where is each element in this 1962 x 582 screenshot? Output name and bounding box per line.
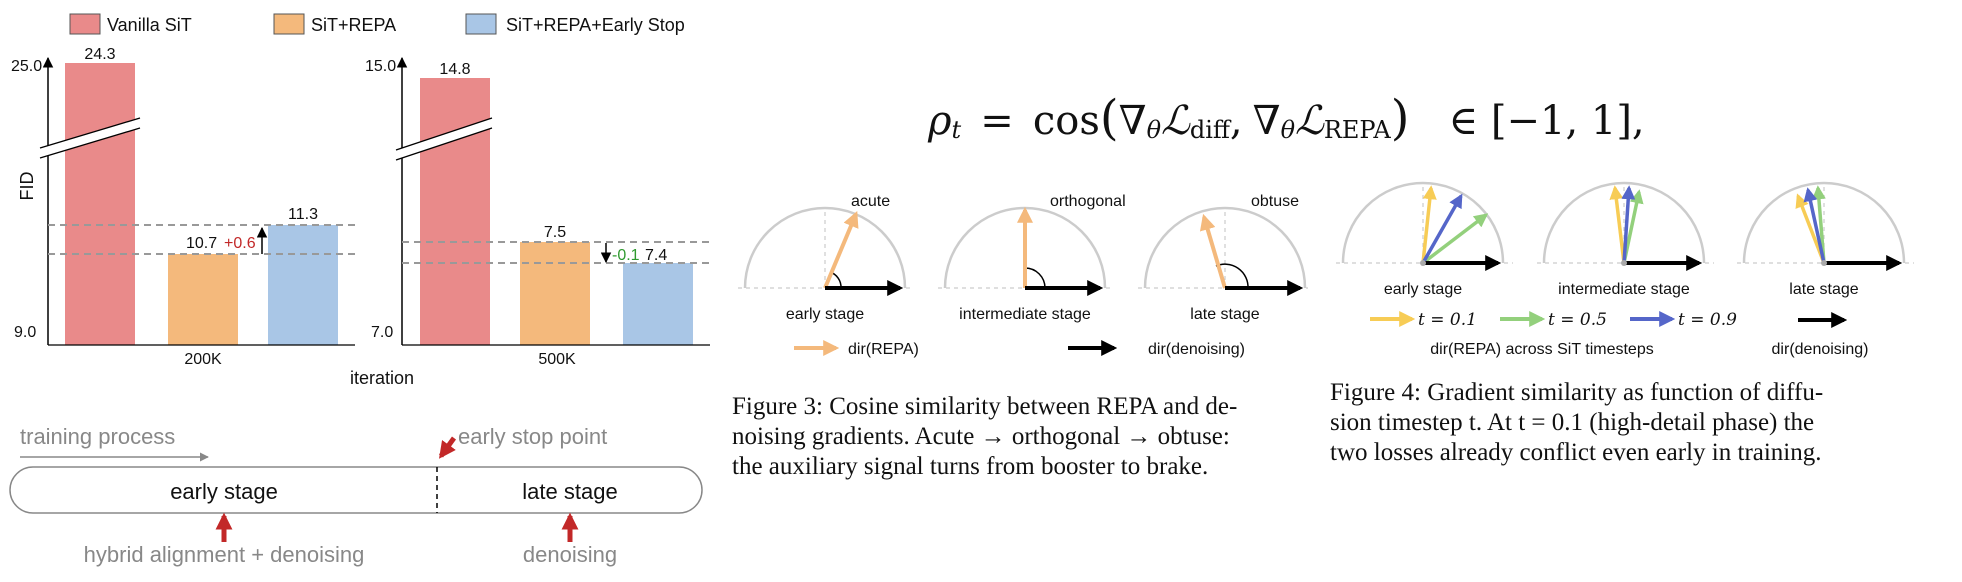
training-process-label: training process <box>20 424 175 449</box>
fig3-diagram: acute early stage orthogonal intermediat… <box>738 193 1308 358</box>
ytick-top-500k: 15.0 <box>365 58 396 75</box>
early-stop-label: early stop point <box>458 424 607 449</box>
fig4-stage-early: early stage <box>1384 281 1462 298</box>
angle-label-obtuse: obtuse <box>1251 193 1299 210</box>
legend-swatch-early-stop <box>465 13 497 35</box>
fig4-legend-denoising: dir(denoising) <box>1772 341 1869 358</box>
cosine-equation: ρt = cos(∇θℒdiff,∇θℒREPA) ∈ [−1, 1], <box>928 90 1645 146</box>
value-label-vanilla-500k: 14.8 <box>439 61 470 78</box>
legend-t01: t = 0.1 <box>1418 310 1477 330</box>
fig4-legend-note: dir(REPA) across SiT timesteps <box>1430 341 1653 358</box>
ytick-bottom-200k: 9.0 <box>14 324 36 341</box>
delta-label-500k: -0.1 <box>612 247 640 264</box>
fig4-stage-late: late stage <box>1789 281 1858 298</box>
fig3-caption: Figure 3: Cosine similarity between REPA… <box>732 393 1238 480</box>
legend-early-stop: SiT+REPA+Early Stop <box>506 15 685 35</box>
fid-bar-charts: Vanilla SiT SiT+REPA SiT+REPA+Early Stop… <box>11 13 710 388</box>
early-stage-label: early stage <box>170 479 278 504</box>
fig3-panel-late: obtuse late stage <box>1138 193 1308 323</box>
training-timeline: training process early stop point early … <box>9 424 703 567</box>
legend-t05: t = 0.5 <box>1548 310 1607 330</box>
ytick-top-200k: 25.0 <box>11 58 42 75</box>
fig4-diagram: early stage intermediate stage late stag… <box>1336 181 1914 358</box>
fig3-stage-late: late stage <box>1190 306 1259 323</box>
fig3-stage-intermediate: intermediate stage <box>959 306 1091 323</box>
late-stage-label: late stage <box>522 479 617 504</box>
angle-label-acute: acute <box>851 193 890 210</box>
timeline-bar <box>9 466 703 514</box>
fig3-stage-early: early stage <box>786 306 864 323</box>
fig3-panel-intermediate: orthogonal intermediate stage <box>938 193 1126 323</box>
chart-200k: 25.0 9.0 24.3 10.7 +0.6 11.3 200K <box>11 46 355 368</box>
angle-label-orthogonal: orthogonal <box>1050 193 1126 210</box>
fig4-stage-intermediate: intermediate stage <box>1558 281 1690 298</box>
xtick-200k: 200K <box>184 351 222 368</box>
legend-t09: t = 0.9 <box>1678 310 1737 330</box>
bar-early-stop-200k <box>268 225 338 345</box>
fig4-legend: t = 0.1 t = 0.5 t = 0.9 dir(REPA) across… <box>1370 310 1868 358</box>
late-stage-desc: denoising <box>523 542 617 567</box>
fig4-panel-intermediate: intermediate stage <box>1537 181 1714 298</box>
y-axis-label: FID <box>17 172 37 201</box>
early-stop-marker <box>438 436 457 459</box>
fig3-legend: dir(REPA) dir(denoising) <box>794 340 1245 358</box>
value-label-early-stop-200k: 11.3 <box>288 206 318 223</box>
legend-swatch-vanilla <box>69 13 101 35</box>
legend-swatch-repa <box>273 13 305 35</box>
fig4-panel-early: early stage <box>1336 181 1513 298</box>
x-axis-label: iteration <box>350 368 414 388</box>
bar-repa-200k <box>168 254 238 345</box>
value-label-repa-200k: 10.7 <box>186 235 217 252</box>
ytick-bottom-500k: 7.0 <box>371 324 393 341</box>
fig3-legend-repa: dir(REPA) <box>848 341 919 358</box>
delta-label-200k: +0.6 <box>224 235 256 252</box>
value-label-vanilla-200k: 24.3 <box>84 46 115 63</box>
fig4-panel-late: late stage <box>1737 181 1914 298</box>
early-stage-desc: hybrid alignment + denoising <box>84 542 365 567</box>
fig3-panel-early: acute early stage <box>738 193 913 323</box>
fig3-legend-denoising: dir(denoising) <box>1148 341 1245 358</box>
axis-break-500k <box>396 118 492 160</box>
bar-vanilla-500k <box>420 78 490 345</box>
rho-symbol: ρ <box>928 98 952 144</box>
value-label-early-stop-500k: 7.4 <box>645 247 667 264</box>
chart-500k: 15.0 7.0 14.8 7.5 -0.1 7.4 500K <box>365 56 710 368</box>
xtick-500k: 500K <box>538 351 576 368</box>
bar-vanilla-200k <box>65 63 135 345</box>
fig4-caption: Figure 4: Gradient similarity as functio… <box>1330 379 1824 466</box>
axis-break-200k <box>40 118 140 158</box>
legend-vanilla: Vanilla SiT <box>107 15 192 35</box>
legend-repa: SiT+REPA <box>311 15 396 35</box>
range-expression: ∈ [−1, 1], <box>1448 98 1645 144</box>
bar-repa-500k <box>520 242 590 345</box>
value-label-repa-500k: 7.5 <box>544 224 566 241</box>
cos-function: cos <box>1032 98 1100 144</box>
bar-early-stop-500k <box>623 263 693 345</box>
